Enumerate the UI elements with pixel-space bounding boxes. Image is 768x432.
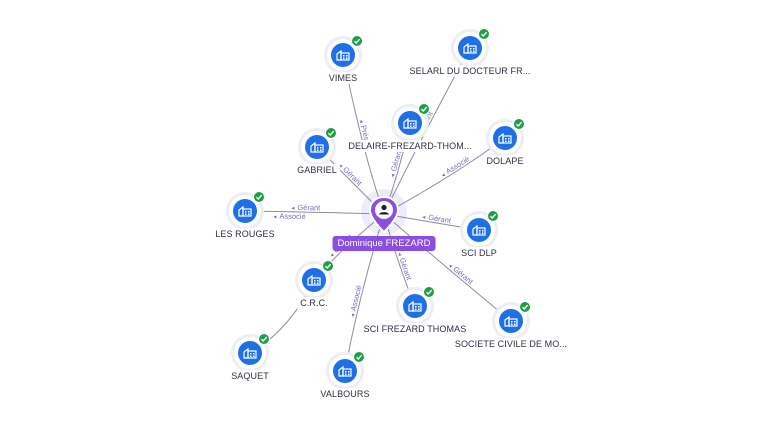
- company-icon: [493, 126, 517, 150]
- company-node-valbours[interactable]: [329, 351, 365, 387]
- edge-label-group: ◂Gérant: [396, 252, 414, 282]
- company-icon: [458, 36, 482, 60]
- company-icon: [499, 309, 523, 333]
- company-node-scidlp[interactable]: [463, 210, 499, 246]
- edge-label: Prési: [359, 124, 372, 143]
- company-node-lesrouges[interactable]: [229, 191, 265, 227]
- verified-check-icon: [253, 191, 265, 203]
- company-node-vimes[interactable]: [327, 35, 363, 71]
- edge-label: Associé: [349, 284, 364, 312]
- company-node-delaire[interactable]: [394, 103, 430, 139]
- company-node-label[interactable]: VIMES: [325, 72, 361, 84]
- edge-label-group: ◂Associé: [349, 284, 364, 317]
- edge-label: Gérant: [451, 265, 475, 287]
- company-node-label[interactable]: SCI DLP: [458, 247, 500, 259]
- company-icon: [403, 294, 427, 318]
- edge-direction-arrow-icon: ◂: [390, 174, 397, 179]
- edge-direction-arrow-icon: ◂: [422, 215, 426, 221]
- edge-valbours: [344, 213, 385, 372]
- company-node-label[interactable]: DELAIRE-FREZARD-THOM...: [345, 140, 475, 152]
- verified-check-icon: [423, 286, 435, 298]
- company-node-gabriel[interactable]: [301, 127, 337, 163]
- company-icon: [238, 341, 262, 365]
- edge-label: Gérant: [341, 165, 364, 188]
- company-node-label[interactable]: SOCIETE CIVILE DE MO...: [451, 338, 571, 350]
- edge-label-group: ◂Prési: [357, 119, 372, 143]
- edge-direction-arrow-icon: ◂: [337, 163, 343, 169]
- edge-label-group: ◂Gérant: [337, 163, 364, 188]
- company-node-label[interactable]: DOLAPE: [483, 155, 527, 167]
- verified-check-icon: [353, 351, 365, 363]
- company-node-label[interactable]: SCI FREZARD THOMAS: [360, 323, 470, 335]
- verified-check-icon: [322, 260, 334, 272]
- company-icon: [333, 359, 357, 383]
- verified-check-icon: [513, 118, 525, 130]
- verified-check-icon: [258, 333, 270, 345]
- edge-direction-arrow-icon: ◂: [329, 253, 335, 259]
- edge-direction-arrow-icon: ◂: [291, 206, 294, 212]
- company-icon: [233, 199, 257, 223]
- company-node-crc[interactable]: [298, 260, 334, 296]
- edge-label: Associé: [279, 212, 305, 222]
- company-node-label[interactable]: LES ROUGES: [212, 228, 278, 240]
- company-node-label[interactable]: C.R.C.: [297, 297, 331, 309]
- edge-direction-arrow-icon: ◂: [357, 119, 364, 123]
- company-node-selarl[interactable]: [454, 28, 490, 64]
- verified-check-icon: [478, 28, 490, 40]
- edge-label-group: ◂Gérant: [291, 203, 321, 212]
- verified-check-icon: [418, 103, 430, 115]
- company-node-scifrezard[interactable]: [399, 286, 435, 322]
- edge-label-group: ◂Gérant: [447, 263, 476, 287]
- verified-check-icon: [519, 301, 531, 313]
- edge-direction-arrow-icon: ◂: [396, 252, 403, 257]
- edge-direction-arrow-icon: ◂: [273, 214, 276, 220]
- company-node-label[interactable]: SAQUET: [228, 370, 272, 382]
- company-node-label[interactable]: GABRIEL: [294, 164, 340, 176]
- company-icon: [331, 43, 355, 67]
- edge-label: Gérant: [428, 213, 453, 226]
- edge-label-group: ◂Gérant: [422, 213, 453, 226]
- edge-label: Associé: [444, 154, 471, 176]
- company-node-saquet[interactable]: [234, 333, 270, 369]
- company-icon: [398, 111, 422, 135]
- edge-direction-arrow-icon: ◂: [441, 173, 447, 180]
- company-node-dolape[interactable]: [489, 118, 525, 154]
- center-node-label[interactable]: Dominique FREZARD: [332, 236, 436, 251]
- edge-direction-arrow-icon: ◂: [447, 263, 453, 270]
- verified-check-icon: [487, 210, 499, 222]
- verified-check-icon: [351, 35, 363, 47]
- person-pin-icon[interactable]: [367, 195, 401, 235]
- edge-label: Gérant: [297, 203, 321, 212]
- company-node-label[interactable]: SELARL DU DOCTEUR FR...: [406, 65, 534, 77]
- company-icon: [305, 135, 329, 159]
- verified-check-icon: [325, 127, 337, 139]
- edge-label: Gérant: [398, 257, 414, 282]
- company-node-societe[interactable]: [495, 301, 531, 337]
- edge-direction-arrow-icon: ◂: [350, 313, 357, 317]
- edge-label-group: ◂Associé: [273, 212, 305, 222]
- edge-direction-arrow-icon: ◂: [416, 134, 423, 139]
- company-icon: [467, 218, 491, 242]
- company-icon: [302, 268, 326, 292]
- edge-label-group: ◂Associé: [441, 154, 471, 180]
- company-node-label[interactable]: VALBOURS: [317, 388, 373, 400]
